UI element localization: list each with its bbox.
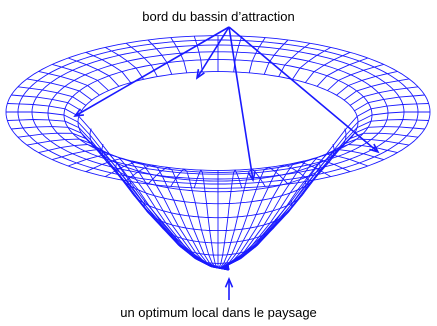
local-optimum-label: un optimum local dans le paysage <box>120 305 317 320</box>
mesh-meridian <box>278 42 311 77</box>
mesh-meridian <box>336 70 398 96</box>
mesh-meridian <box>38 70 100 96</box>
mesh-meridian <box>38 144 230 271</box>
mesh-meridian <box>147 166 230 271</box>
mesh-meridian <box>26 138 230 271</box>
arrow-to-back-edge <box>195 26 230 80</box>
mesh-meridian <box>17 86 87 106</box>
mesh-meridian <box>170 37 188 74</box>
mesh-meridian <box>226 144 398 271</box>
mesh-meridian <box>7 119 230 271</box>
mesh-meridian <box>316 57 369 87</box>
annotation-arrows <box>73 26 380 300</box>
mesh-meridian <box>343 78 410 101</box>
mesh-meridian <box>222 161 332 271</box>
arrow-to-right-edge <box>228 26 380 154</box>
mesh-meridian <box>263 39 289 75</box>
mesh-meridian <box>26 78 93 101</box>
mesh-meridian <box>6 111 230 271</box>
mesh-meridian <box>225 149 384 271</box>
mesh-meridian <box>11 94 82 112</box>
mesh-meridian <box>224 153 369 271</box>
mesh-meridian <box>221 164 311 271</box>
mesh-meridian <box>104 47 144 80</box>
basin-mesh <box>5 35 431 271</box>
mesh-meridian <box>85 51 132 83</box>
mesh-meridian <box>327 63 384 91</box>
mesh-meridian <box>125 42 158 77</box>
mesh-meridian <box>52 63 109 91</box>
mesh-meridian <box>104 161 230 271</box>
mesh-meridian <box>125 164 230 271</box>
mesh-ring <box>77 71 359 173</box>
mesh-meridian <box>7 103 230 271</box>
mesh-meridian <box>219 168 266 271</box>
mesh-meridian <box>292 47 332 80</box>
arrow-to-left-edge <box>73 26 230 118</box>
arrow-to-optimum <box>224 276 234 300</box>
mesh-meridian <box>349 86 419 106</box>
arrow-to-front-edge <box>228 26 256 183</box>
mesh-meridian <box>227 119 429 271</box>
mesh-meridian <box>304 51 351 83</box>
mesh-meridian <box>217 169 230 271</box>
mesh-meridian <box>226 132 419 271</box>
mesh-meridian <box>193 36 203 72</box>
mesh-meridian <box>354 94 425 112</box>
mesh-meridian <box>67 57 120 87</box>
mesh-meridian <box>227 103 429 271</box>
basin-edge-label: bord du bassin d’attraction <box>142 9 295 24</box>
mesh-meridian <box>227 126 425 271</box>
mesh-meridian <box>147 39 173 75</box>
mesh-meridian <box>220 166 289 271</box>
mesh-meridian <box>227 111 430 271</box>
mesh-meridian <box>11 126 230 271</box>
mesh-meridian <box>218 169 243 271</box>
mesh-meridian <box>170 168 230 271</box>
mesh-meridian <box>193 169 230 271</box>
